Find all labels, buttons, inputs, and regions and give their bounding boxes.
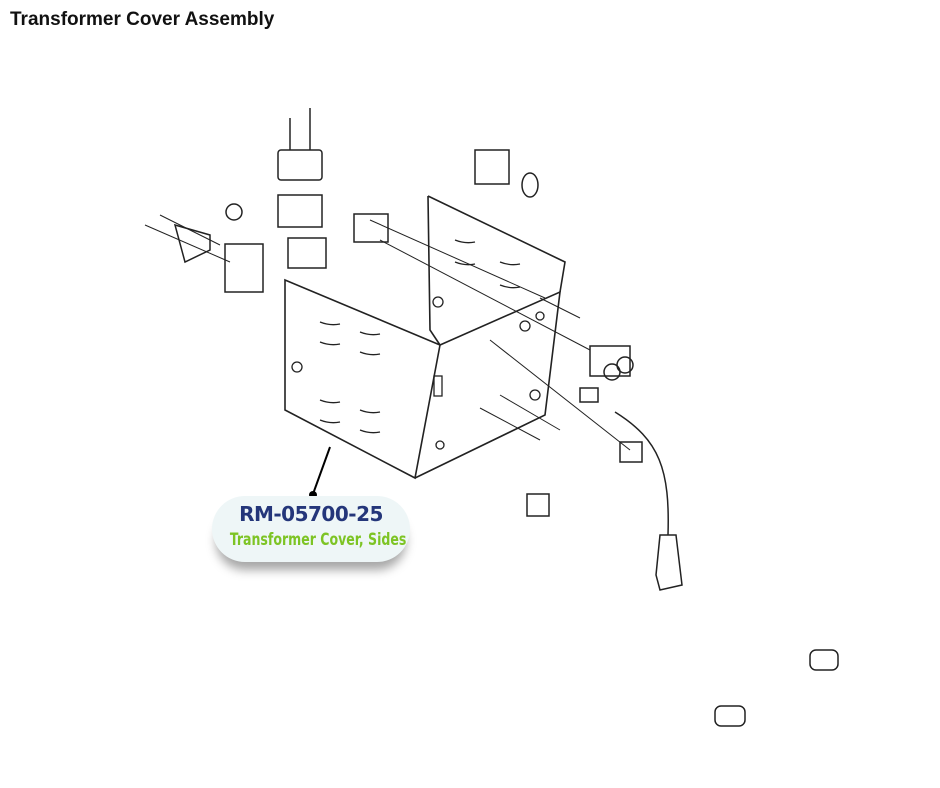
right-panel <box>414 290 561 479</box>
part-description: Transformer Cover, Sides <box>229 530 407 550</box>
page-title: Transformer Cover Assembly <box>10 9 275 30</box>
front-panel <box>284 278 441 480</box>
callout-leader <box>312 446 331 495</box>
part-number: RM-05700-25 <box>239 502 383 526</box>
part-callout[interactable]: RM-05700-25 Transformer Cover, Sides <box>212 496 410 562</box>
back-panel <box>427 195 566 346</box>
